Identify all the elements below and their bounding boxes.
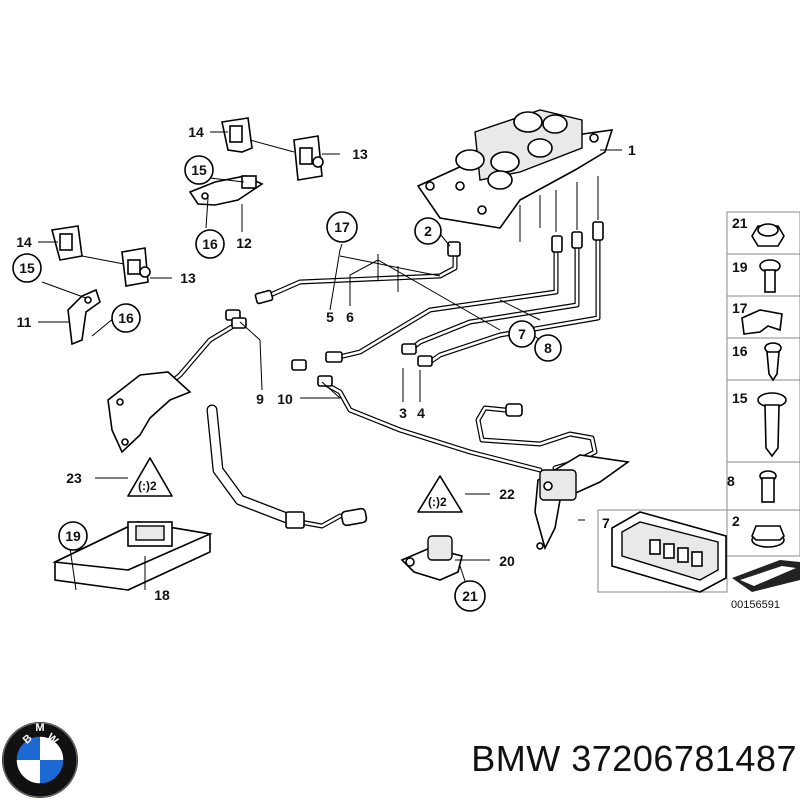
callout-23: 23 bbox=[66, 470, 82, 486]
sidebar-label-19: 19 bbox=[732, 259, 748, 275]
callout-3: 3 bbox=[399, 405, 407, 421]
screw-icon bbox=[759, 259, 781, 293]
warning-label-23: (:)2 bbox=[127, 457, 173, 497]
brand-part-number: BMW 37206781487 bbox=[471, 738, 797, 779]
bmw-logo: B M W bbox=[2, 722, 78, 798]
callout-19-circle bbox=[58, 521, 88, 551]
pipe-fittings bbox=[225, 221, 604, 529]
callout-2: 2 bbox=[424, 223, 432, 239]
self-tapping-screw-icon bbox=[764, 342, 782, 382]
clip-bracket-left bbox=[50, 225, 151, 346]
svg-text:(:)2: (:)2 bbox=[428, 495, 447, 509]
control-module bbox=[52, 521, 213, 591]
svg-text:(:)2: (:)2 bbox=[138, 479, 157, 493]
arrow-icon bbox=[732, 560, 800, 592]
short-bolt-icon bbox=[759, 470, 777, 503]
callout-22: 22 bbox=[499, 486, 515, 502]
callout-8-circle bbox=[534, 334, 562, 362]
callout-16-top: 16 bbox=[202, 236, 218, 252]
callout-11: 11 bbox=[17, 314, 32, 330]
callout-2-circle bbox=[414, 217, 442, 245]
mounting-bracket-left bbox=[107, 371, 192, 454]
leader-lines bbox=[38, 131, 622, 591]
callout-8: 8 bbox=[544, 340, 552, 356]
callout-18: 18 bbox=[154, 587, 170, 603]
callout-15-left-circle bbox=[12, 253, 42, 283]
sensor-part bbox=[400, 535, 463, 581]
pipe-network bbox=[127, 237, 601, 529]
callout-19: 19 bbox=[65, 528, 81, 544]
callout-14-top: 14 bbox=[188, 124, 204, 140]
sidebar-label-2: 2 bbox=[732, 513, 740, 529]
callout-17: 17 bbox=[334, 219, 350, 235]
callout-21-circle bbox=[454, 580, 486, 612]
callout-labels: 1 2 3 4 5 6 7 8 9 10 11 12 13 13 14 14 1… bbox=[12, 124, 636, 612]
warning-label-22: (:)2 bbox=[417, 475, 463, 513]
clip-bracket-top bbox=[188, 117, 324, 206]
callout-10: 10 bbox=[277, 391, 293, 407]
sidebar-label-17: 17 bbox=[732, 300, 748, 316]
callout-1: 1 bbox=[628, 142, 636, 158]
callout-4: 4 bbox=[417, 405, 425, 421]
sidebar-label-8: 8 bbox=[727, 473, 735, 489]
callout-16-top-circle bbox=[195, 229, 225, 259]
connector-icon bbox=[611, 511, 727, 593]
callout-16-left-circle bbox=[111, 303, 141, 333]
callout-15-top: 15 bbox=[191, 162, 207, 178]
sidebar-label-16: 16 bbox=[732, 343, 748, 359]
svg-text:M: M bbox=[35, 722, 44, 734]
flange-nut-icon bbox=[751, 525, 785, 548]
clip-icon bbox=[741, 309, 783, 335]
sidebar-label-21: 21 bbox=[732, 215, 748, 231]
callout-17-circle bbox=[326, 211, 358, 243]
callout-7-circle bbox=[508, 320, 536, 348]
callout-9: 9 bbox=[256, 391, 264, 407]
callout-16-left: 16 bbox=[118, 310, 134, 326]
small-parts-sidebar: 21 19 17 16 15 8 2 7 00156591 bbox=[597, 211, 800, 611]
hydraulic-unit bbox=[416, 109, 614, 242]
callout-12: 12 bbox=[236, 235, 252, 251]
mounting-bracket-right bbox=[534, 454, 631, 551]
callout-5: 5 bbox=[326, 309, 334, 325]
sidebar-label-15: 15 bbox=[732, 390, 748, 406]
nut-icon bbox=[751, 223, 785, 247]
drawing-code: 00156591 bbox=[731, 599, 780, 611]
callout-15-left: 15 bbox=[19, 260, 35, 276]
callout-13-left: 13 bbox=[180, 270, 196, 286]
callout-13-top: 13 bbox=[352, 146, 368, 162]
callout-21: 21 bbox=[462, 588, 478, 604]
callout-14-left: 14 bbox=[16, 234, 32, 250]
callout-7: 7 bbox=[518, 326, 526, 342]
sidebar-label-7: 7 bbox=[602, 515, 610, 531]
callout-20: 20 bbox=[499, 553, 515, 569]
callout-15-top-circle bbox=[184, 155, 214, 185]
callout-6: 6 bbox=[346, 309, 354, 325]
long-bolt-icon bbox=[757, 392, 787, 458]
